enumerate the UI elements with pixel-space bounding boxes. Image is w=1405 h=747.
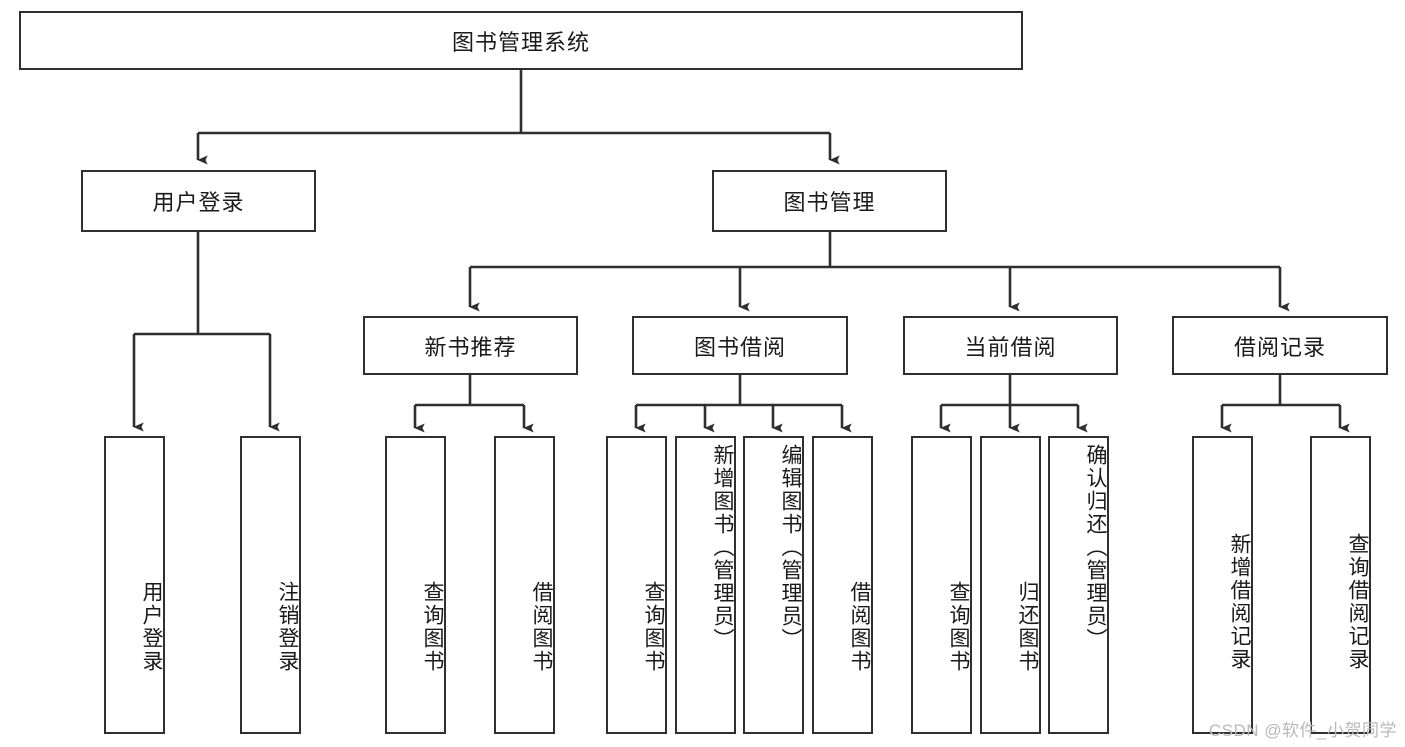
node-leaf-add-record[interactable]: 新增借阅记录 [1192,436,1253,734]
node-book-borrow[interactable]: 图书借阅 [632,316,848,375]
node-leaf-query-book-1-label: 查询图书 [421,581,444,673]
node-leaf-user-login-label: 用户登录 [140,581,163,673]
node-leaf-user-login[interactable]: 用户登录 [104,436,165,734]
node-leaf-query-book-1[interactable]: 查询图书 [385,436,446,734]
node-new-book-recommend-label: 新书推荐 [424,334,517,360]
node-leaf-add-book[interactable]: 新增图书（管理员） [675,436,736,734]
node-book-manage-label: 图书管理 [783,190,876,215]
node-leaf-add-record-label: 新增借阅记录 [1228,533,1251,671]
node-user-login-label: 用户登录 [152,190,245,215]
csdn-watermark: CSDN @软件_小贺同学 [1208,721,1397,740]
node-leaf-query-book-3-label: 查询图书 [947,581,970,673]
node-borrow-record-label: 借阅记录 [1233,334,1326,360]
node-book-borrow-label: 图书借阅 [693,334,786,360]
node-current-borrow-label: 当前借阅 [964,334,1057,360]
node-leaf-confirm-return-label: 确认归还（管理员） [1084,444,1107,651]
node-leaf-borrow-book-1-label: 借阅图书 [530,581,553,673]
node-root-label: 图书管理系统 [451,29,590,55]
node-new-book-recommend[interactable]: 新书推荐 [363,316,578,375]
node-leaf-add-book-label: 新增图书（管理员） [711,444,734,651]
node-leaf-borrow-book-2-label: 借阅图书 [848,581,871,673]
node-user-login[interactable]: 用户登录 [81,170,316,232]
node-leaf-confirm-return[interactable]: 确认归还（管理员） [1048,436,1109,734]
node-leaf-return-book-label: 归还图书 [1016,581,1039,673]
node-leaf-query-book-2-label: 查询图书 [642,581,665,673]
node-leaf-return-book[interactable]: 归还图书 [980,436,1041,734]
node-leaf-borrow-book-2[interactable]: 借阅图书 [812,436,873,734]
node-leaf-edit-book[interactable]: 编辑图书（管理员） [743,436,804,734]
node-leaf-query-record-label: 查询借阅记录 [1346,533,1369,671]
node-leaf-borrow-book-1[interactable]: 借阅图书 [494,436,555,734]
node-current-borrow[interactable]: 当前借阅 [903,316,1118,375]
node-leaf-query-record[interactable]: 查询借阅记录 [1310,436,1371,734]
node-borrow-record[interactable]: 借阅记录 [1172,316,1388,375]
node-leaf-edit-book-label: 编辑图书（管理员） [779,444,802,651]
node-book-manage[interactable]: 图书管理 [712,170,947,232]
node-leaf-query-book-3[interactable]: 查询图书 [911,436,972,734]
node-leaf-logout-login[interactable]: 注销登录 [240,436,301,734]
node-leaf-logout-login-label: 注销登录 [276,581,299,673]
node-leaf-query-book-2[interactable]: 查询图书 [606,436,667,734]
node-root[interactable]: 图书管理系统 [19,11,1023,70]
